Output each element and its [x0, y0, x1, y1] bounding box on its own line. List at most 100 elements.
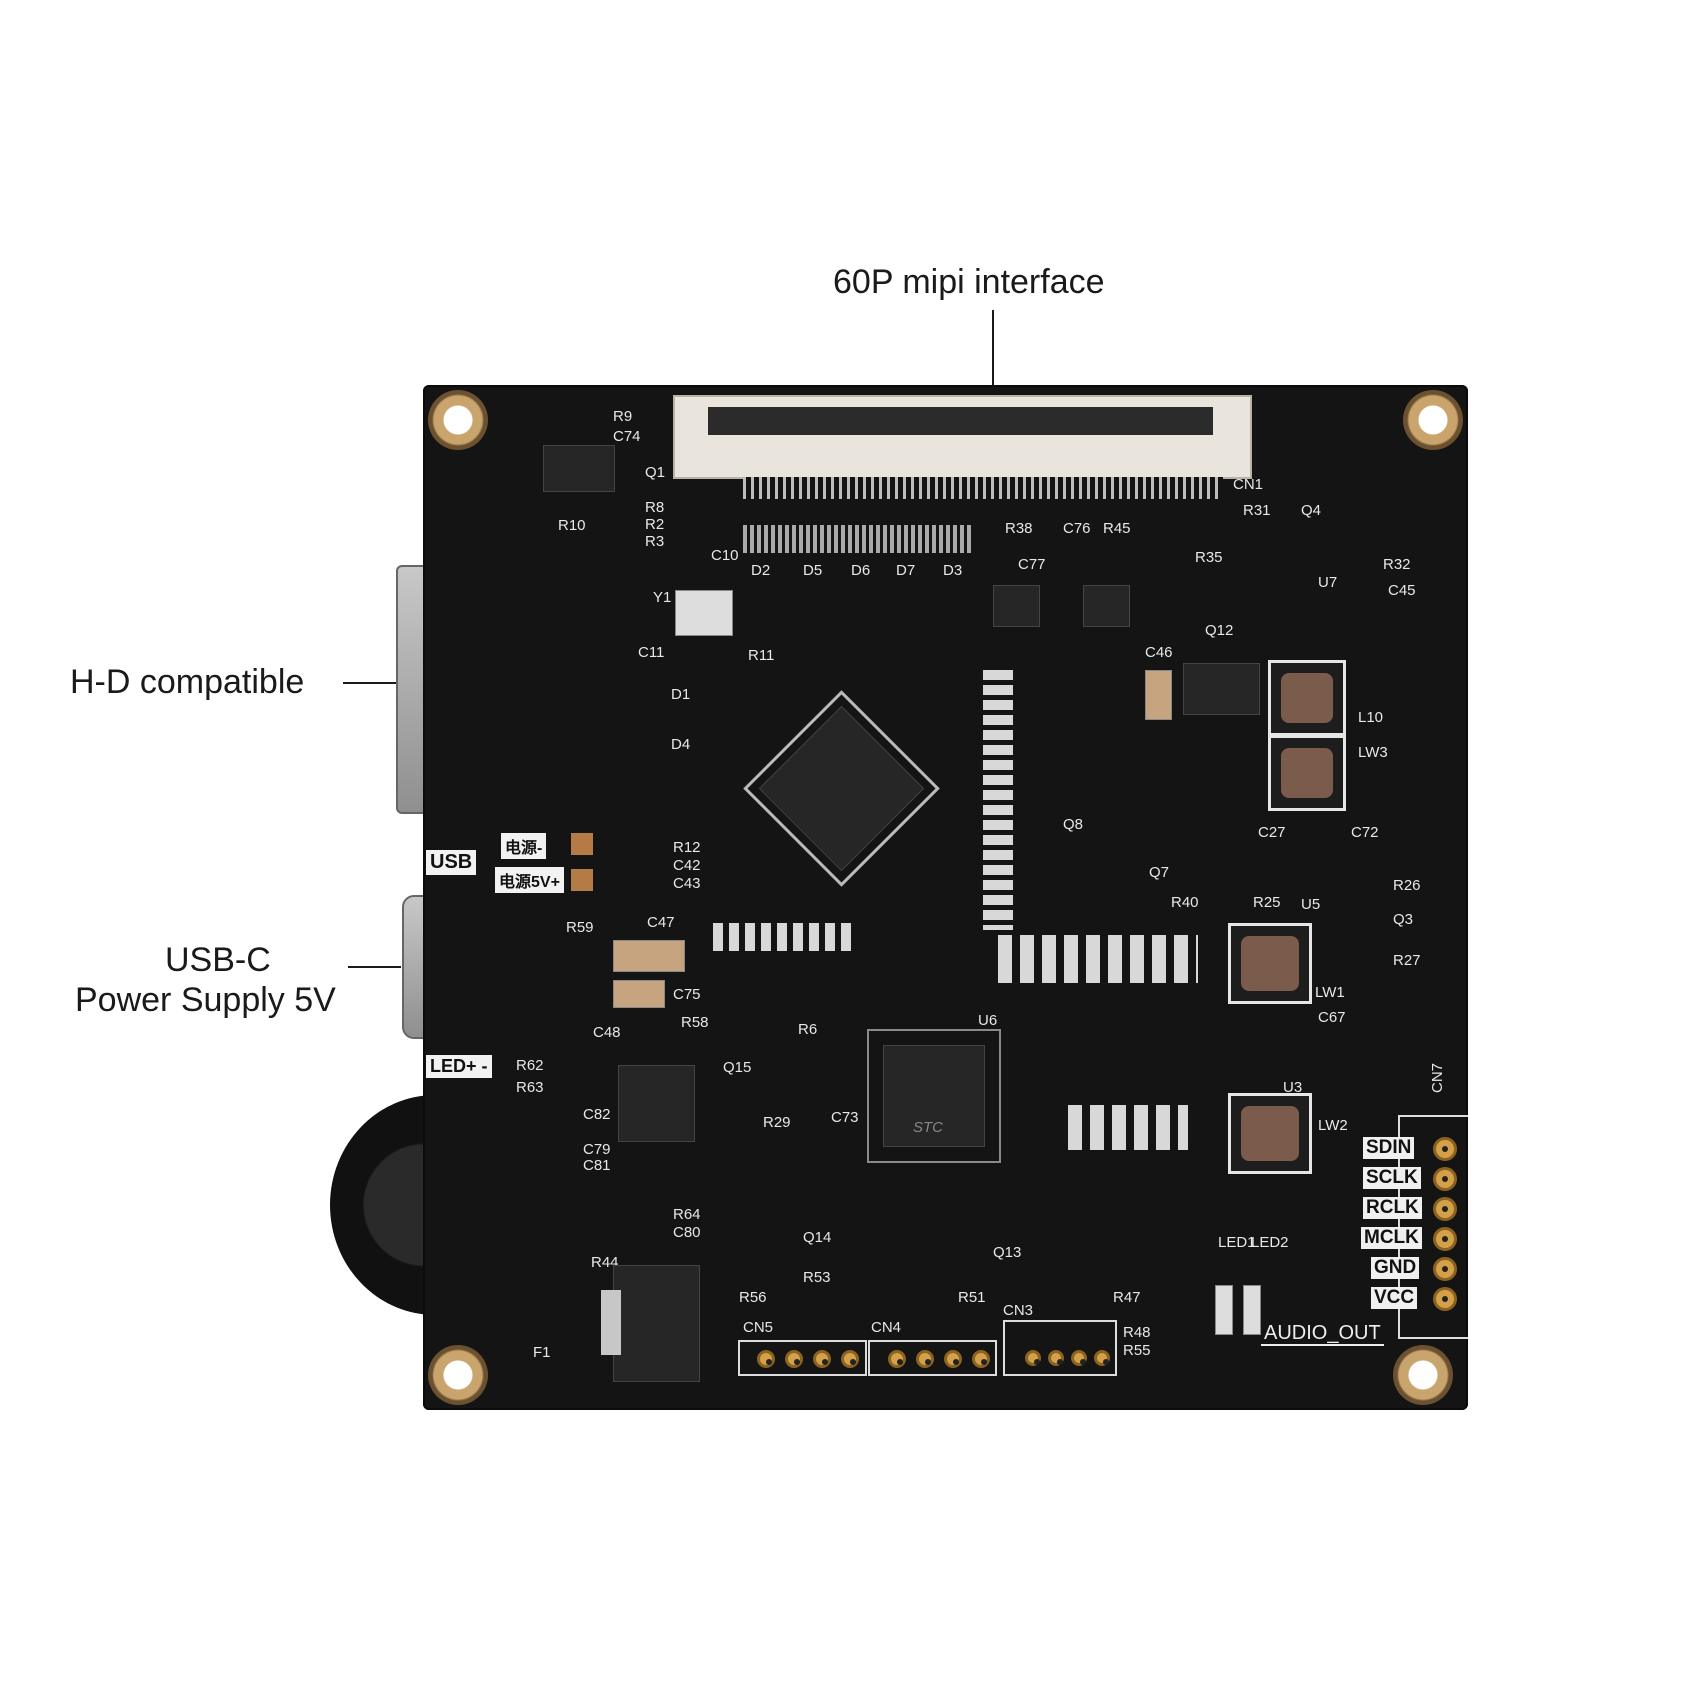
r53-label: R53	[803, 1269, 831, 1286]
c75-label: C75	[673, 986, 701, 1003]
power-minus-pad	[571, 833, 593, 855]
cn5-pin-3	[813, 1350, 831, 1368]
c43-label: C43	[673, 875, 701, 892]
cn5-pin-1	[757, 1350, 775, 1368]
power-plus-silk-label: 电源5V+	[495, 867, 564, 893]
mounting-hole-top-right	[1403, 390, 1463, 450]
inductor-l10	[1268, 660, 1346, 736]
cn7-pin-label-mclk: MCLK	[1361, 1227, 1422, 1249]
usbc-callout-line1: USB-C	[165, 941, 271, 979]
q14-label: Q14	[803, 1229, 832, 1246]
c42-label: C42	[673, 857, 701, 874]
r11-label: R11	[748, 647, 775, 664]
q15-label: Q15	[723, 1059, 752, 1076]
lw3-label: LW3	[1358, 744, 1388, 761]
l10-label: L10	[1358, 709, 1384, 726]
cn5-pin-4	[841, 1350, 859, 1368]
r40-label: R40	[1171, 894, 1199, 911]
d2-label: D2	[751, 562, 771, 579]
r35-label: R35	[1195, 549, 1223, 566]
c80-label: C80	[673, 1224, 701, 1241]
c67-label: C67	[1318, 1009, 1346, 1026]
q12-label: Q12	[1205, 622, 1234, 639]
r6-label: R6	[798, 1021, 818, 1038]
c77-label: C77	[1018, 556, 1046, 573]
c72-label: C72	[1351, 824, 1379, 841]
r64-label: R64	[673, 1206, 701, 1223]
header-cn3	[1003, 1320, 1117, 1376]
c82-label: C82	[583, 1106, 611, 1123]
cn4-pin-1	[888, 1350, 906, 1368]
cn7-pin-rclk	[1433, 1197, 1457, 1221]
cn7-pin-gnd	[1433, 1257, 1457, 1281]
cn7-pin-label-rclk: RCLK	[1363, 1197, 1422, 1219]
esd-diode-row	[743, 525, 973, 553]
d3-label: D3	[943, 562, 963, 579]
regulator-tab	[601, 1290, 621, 1355]
inductor-lw3	[1268, 735, 1346, 811]
u6-label: U6	[978, 1012, 998, 1029]
header-cn5	[738, 1340, 867, 1376]
r63-label: R63	[516, 1079, 544, 1096]
cn3-pin-2	[1048, 1350, 1064, 1366]
r38-label: R38	[1005, 520, 1033, 537]
cn7-pin-label-vcc: VCC	[1371, 1287, 1418, 1309]
amplifier-chip	[618, 1065, 695, 1142]
inductor-lw1	[1228, 923, 1312, 1004]
led2-label: LED2	[1251, 1234, 1289, 1251]
cn3-pin-3	[1071, 1350, 1087, 1366]
cn4-label: CN4	[871, 1319, 902, 1336]
r44-label: R44	[591, 1254, 619, 1271]
diode-d8	[1183, 663, 1260, 715]
led1	[1215, 1285, 1233, 1335]
c10-label: C10	[711, 547, 739, 564]
voltage-regulator	[613, 1265, 700, 1382]
q13-label: Q13	[993, 1244, 1022, 1261]
c73-label: C73	[831, 1109, 859, 1126]
cn7-pin-label-gnd: GND	[1371, 1257, 1420, 1279]
u3-label: U3	[1283, 1079, 1303, 1096]
d1-label: D1	[671, 686, 691, 703]
r51-label: R51	[958, 1289, 986, 1306]
cn3-pin-1	[1025, 1350, 1041, 1366]
audio-out-label: AUDIO_OUT	[1261, 1322, 1384, 1346]
d4-label: D4	[671, 736, 691, 753]
fpc-connector-slot	[708, 407, 1213, 435]
header-cn4	[868, 1340, 997, 1376]
r32-label: R32	[1383, 556, 1411, 573]
r29-label: R29	[763, 1114, 791, 1131]
mounting-hole-top-left	[428, 390, 488, 450]
capacitor-row-mid	[713, 923, 853, 951]
cn7-label: CN7	[1429, 1062, 1447, 1094]
r58-label: R58	[681, 1014, 709, 1031]
cn7-pin-vcc	[1433, 1287, 1457, 1311]
inductor-row-l5	[1068, 1105, 1188, 1150]
hdmi-leader-line	[343, 682, 396, 684]
usb-silk-label: USB	[426, 850, 477, 875]
cn4-pin-3	[944, 1350, 962, 1368]
cn7-pin-label-sdin: SDIN	[1363, 1137, 1415, 1159]
led-silk-label: LED+ -	[426, 1055, 492, 1078]
cn7-pin-sdin	[1433, 1137, 1457, 1161]
cn4-pin-2	[916, 1350, 934, 1368]
c47-label: C47	[647, 914, 675, 931]
capacitor-c47	[613, 940, 685, 972]
r10-label: R10	[558, 517, 586, 534]
c11-label: C11	[638, 644, 665, 661]
cn7-pin-mclk	[1433, 1227, 1457, 1251]
q3-label: Q3	[1393, 911, 1414, 928]
c79-label: C79	[583, 1141, 611, 1158]
r12-label: R12	[673, 839, 701, 856]
transistor-q1	[543, 445, 615, 492]
r2-label: R2	[645, 516, 665, 533]
fpc-pin-row	[743, 477, 1223, 499]
mipi-leader-line	[992, 310, 994, 388]
y1-label: Y1	[653, 589, 672, 606]
r56-label: R56	[739, 1289, 767, 1306]
mounting-hole-bottom-right	[1393, 1345, 1453, 1405]
inductor-lw2	[1228, 1093, 1312, 1174]
c45-label: C45	[1388, 582, 1416, 599]
r45-label: R45	[1103, 520, 1131, 537]
lw2-label: LW2	[1318, 1117, 1348, 1134]
pcb-board: CN1 D2 D5 D6 D7 D3 R9 C74 Q1 R8 R2 R3 R1…	[423, 385, 1468, 1410]
